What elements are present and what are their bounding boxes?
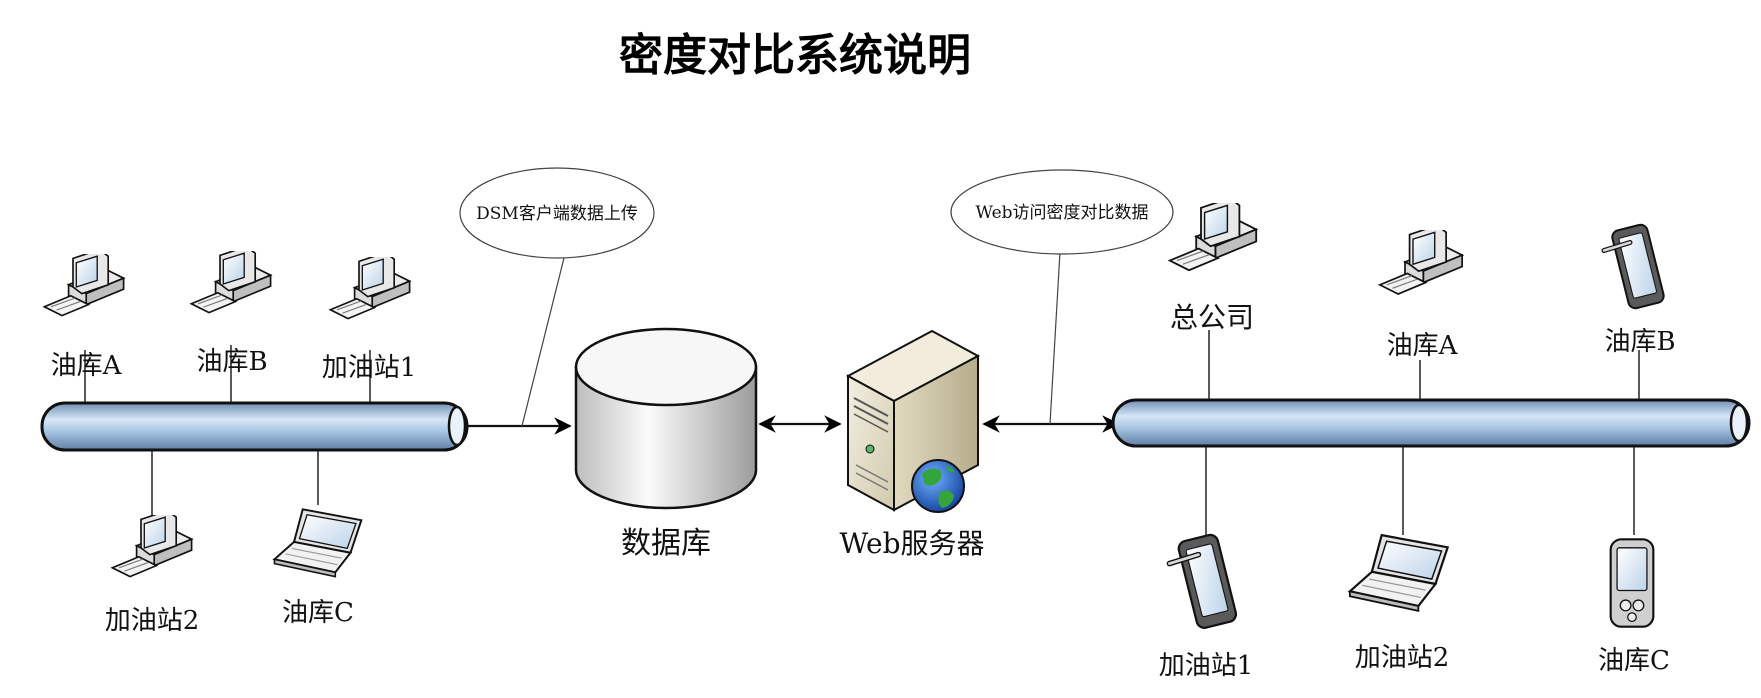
- desktop-computer-icon: [111, 515, 193, 578]
- web-access-callout: Web访问密度对比数据: [950, 169, 1174, 425]
- right-node-head-office: 总公司: [1168, 203, 1258, 334]
- left-node-gas-station-1: 加油站1: [322, 257, 417, 383]
- upload-callout: DSM客户端数据上传: [459, 167, 655, 427]
- node-label: 油库B: [1604, 327, 1675, 357]
- desktop-computer-icon: [329, 257, 411, 320]
- laptop-icon: [1348, 534, 1449, 612]
- right-node-oil-depot-a: 油库A: [1378, 230, 1464, 361]
- desktop-computer-icon: [1168, 203, 1258, 272]
- web-server: Web服务器: [840, 329, 985, 560]
- pda-icon: [1609, 538, 1655, 628]
- right-node-oil-depot-b: 油库B: [1604, 223, 1676, 357]
- web-server-label: Web服务器: [840, 527, 985, 560]
- tablet-icon: [1169, 533, 1237, 629]
- tablet-icon: [1604, 223, 1665, 309]
- left-node-oil-depot-a: 油库A: [43, 254, 125, 381]
- node-label: 油库B: [196, 347, 267, 377]
- node-label: 总公司: [1170, 301, 1254, 334]
- right-network: 总公司 油库A 油库B 加油站1 加油站2 油库C: [1111, 203, 1751, 681]
- left-node-oil-depot-c: 油库C: [273, 508, 363, 628]
- node-label: 油库C: [1598, 646, 1670, 676]
- right-node-gas-station-2: 加油站2: [1348, 534, 1450, 673]
- node-label: 加油站1: [1159, 651, 1254, 681]
- left-network-bus: [40, 401, 469, 452]
- callout-text: Web访问密度对比数据: [975, 203, 1148, 223]
- database-cylinder-icon: [574, 327, 758, 510]
- database-label: 数据库: [621, 526, 711, 561]
- left-node-oil-depot-b: 油库B: [190, 251, 272, 377]
- diagram-title: 密度对比系统说明: [619, 30, 971, 81]
- desktop-computer-icon: [1378, 230, 1464, 295]
- laptop-icon: [273, 508, 363, 578]
- node-label: 加油站2: [105, 606, 200, 636]
- globe-icon: [911, 459, 965, 513]
- node-label: 油库A: [1387, 331, 1459, 361]
- connectors: [468, 415, 1120, 435]
- node-label: 加油站2: [1355, 643, 1450, 673]
- database: 数据库: [574, 327, 758, 561]
- desktop-computer-icon: [43, 254, 125, 317]
- right-node-oil-depot-c: 油库C: [1598, 538, 1670, 676]
- callout-text: DSM客户端数据上传: [476, 204, 638, 224]
- node-label: 油库C: [282, 598, 354, 628]
- right-node-gas-station-1: 加油站1: [1159, 533, 1254, 681]
- node-label: 加油站1: [322, 353, 417, 383]
- left-node-gas-station-2: 加油站2: [105, 515, 200, 636]
- desktop-computer-icon: [190, 251, 272, 314]
- left-network: 油库A 油库B 加油站1 加油站2 油库C: [40, 251, 469, 636]
- node-label: 油库A: [51, 351, 123, 381]
- right-network-bus: [1111, 398, 1751, 448]
